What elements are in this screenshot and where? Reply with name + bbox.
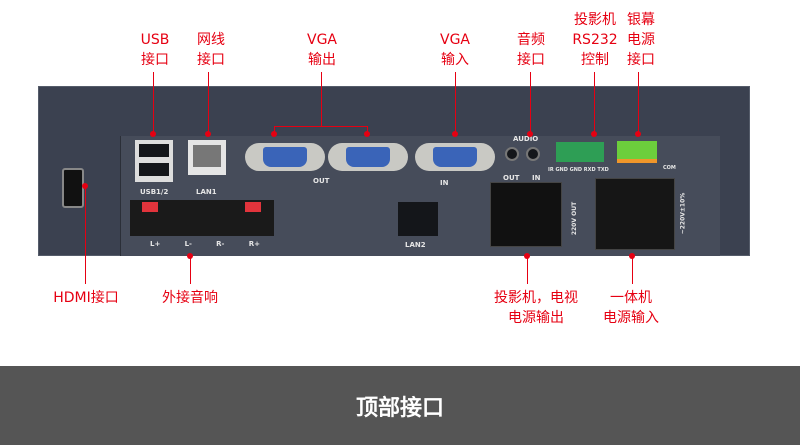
- label-speaker: 外接音响: [162, 290, 218, 306]
- speaker-r-minus: R-: [216, 240, 225, 248]
- usb-port: [135, 140, 173, 182]
- speaker-terminal: [130, 200, 274, 236]
- label-lan: 网线接口: [197, 32, 225, 68]
- 220v-label: ~220V±10%: [679, 192, 687, 235]
- screen-power-terminal: [617, 141, 657, 163]
- audio-label: AUDIO: [513, 135, 539, 143]
- lan1-port: [188, 140, 226, 175]
- 220v-out-label: 220V OUT: [571, 201, 579, 236]
- label-audio: 音频接口: [517, 32, 545, 68]
- title-banner: 顶部接口: [0, 366, 800, 445]
- label-power-input: 一体机电源输入: [603, 290, 659, 326]
- speaker-labels: L+ L- R- R+: [150, 240, 260, 248]
- power-input-socket: [595, 178, 675, 250]
- lan2-label: LAN2: [405, 241, 426, 249]
- hdmi-port: [62, 168, 84, 208]
- page-title: 顶部接口: [355, 396, 444, 421]
- speaker-l-minus: L-: [184, 240, 192, 248]
- label-screen-power: 银幕电源接口: [627, 12, 655, 68]
- audio-out-jack: [505, 147, 519, 161]
- vga-in: [415, 143, 495, 171]
- socket-out-label: OUT: [503, 174, 520, 182]
- vga-in-label: IN: [440, 179, 449, 187]
- vga-out-1: [245, 143, 325, 171]
- socket-in-label: IN: [532, 174, 541, 182]
- vga-out-2: [328, 143, 408, 171]
- com-label: COM: [663, 165, 676, 171]
- power-output-socket: [490, 182, 562, 247]
- usb-label: USB1/2: [140, 188, 169, 196]
- speaker-r-plus: R+: [248, 240, 260, 248]
- label-hdmi: HDMI接口: [53, 290, 119, 306]
- rs232-terminal-block: [556, 142, 604, 162]
- lan1-label: LAN1: [196, 188, 217, 196]
- vga-out-label: OUT: [313, 177, 330, 185]
- rs232-label: IR GND GND RXD TXD: [548, 167, 609, 173]
- audio-in-jack: [526, 147, 540, 161]
- speaker-l-plus: L+: [150, 240, 161, 248]
- lan2-port: [398, 202, 438, 236]
- label-power-output: 投影机，电视电源输出: [494, 290, 578, 326]
